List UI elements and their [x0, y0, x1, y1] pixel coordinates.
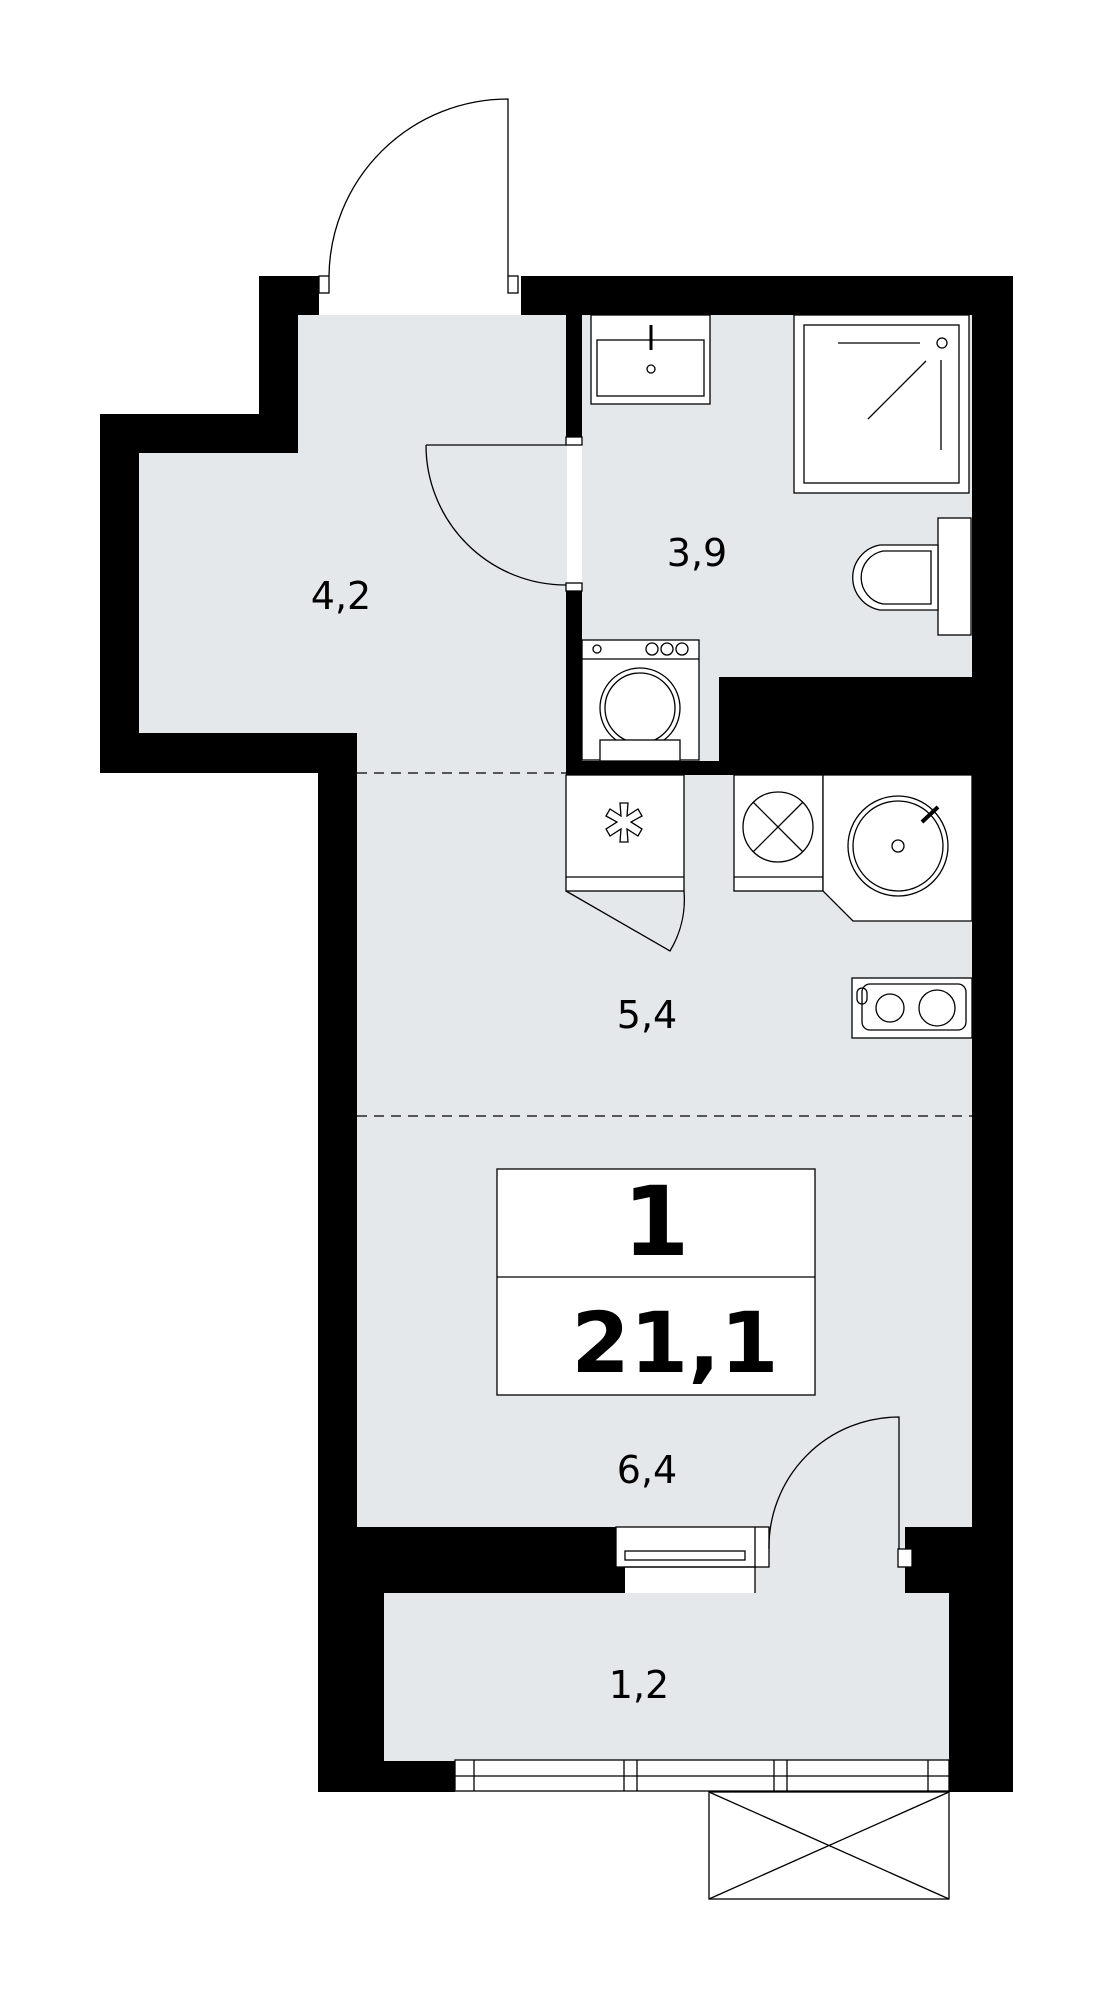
entrance-door-jamb-right	[507, 275, 519, 294]
bathroom-fixtures	[581, 314, 972, 762]
wall-left	[318, 733, 357, 1792]
balcony-window-sash	[624, 1550, 746, 1561]
oven-body	[733, 774, 824, 892]
doorway-floor	[755, 1527, 905, 1593]
slab-diagonal-2	[708, 1791, 950, 1900]
wall-balcony-bottom-left	[318, 1761, 455, 1792]
stove-hotplate-cross-2	[752, 801, 804, 853]
bathroom-door-jamb-top	[565, 436, 583, 446]
wall-balcony-left	[357, 1527, 625, 1593]
sink-bowl-inner	[852, 800, 944, 892]
sink-drain	[891, 839, 905, 853]
total-area: 21,1	[571, 1294, 778, 1392]
shower-drain	[936, 337, 948, 349]
wall-bath-bottom	[566, 761, 736, 775]
cooktop-burner-1	[875, 993, 905, 1023]
shower-tray-outer	[793, 314, 970, 494]
area-living: 6,4	[617, 1448, 677, 1492]
cooktop-switch	[856, 987, 868, 1005]
washing-machine-knob	[592, 644, 602, 654]
area-hall: 4,2	[311, 574, 371, 618]
wall-shaft	[719, 677, 972, 775]
wall-bath-partition-top	[566, 315, 582, 437]
wall-top-right	[521, 276, 1013, 315]
kitchen-fixtures	[733, 774, 973, 1039]
bathroom-door	[425, 436, 583, 592]
wall-right	[972, 276, 1013, 1792]
area-bathroom: 3,9	[667, 531, 727, 575]
entrance-door	[318, 98, 519, 294]
summary-box: 1 21,1	[496, 1166, 816, 1396]
washing-machine-base	[599, 739, 681, 762]
entrance-door-jamb-left	[318, 275, 330, 294]
washing-machine-button-3	[675, 642, 689, 656]
washing-machine-button-1	[645, 642, 659, 656]
washbasin-drain	[646, 364, 656, 374]
entrance-door-leaf	[328, 98, 509, 277]
toilet-seat	[860, 550, 932, 605]
cooktop	[851, 977, 973, 1039]
hall-floor	[139, 315, 567, 775]
cooktop-inner	[861, 983, 967, 1031]
wall-balcony-right-side	[949, 1593, 1013, 1792]
fridge-door	[565, 890, 685, 952]
sink-faucet	[920, 805, 940, 824]
summary-frame	[496, 1168, 816, 1396]
washing-machine-button-2	[660, 642, 674, 656]
rooms-count: 1	[623, 1166, 690, 1278]
balcony-door-leaf	[768, 1416, 900, 1550]
balcony-glazing	[454, 1759, 950, 1792]
shower-diagonal	[867, 360, 927, 420]
balcony-slab	[708, 1791, 950, 1900]
wall-lower-step	[100, 733, 357, 773]
balcony-floor	[384, 1593, 949, 1761]
sink-bowl-outer	[847, 795, 949, 897]
wall-bath-partition-bottom	[566, 586, 582, 775]
slab-outline	[708, 1791, 950, 1900]
fridge	[565, 774, 685, 952]
shower-tray-inner	[803, 324, 960, 484]
sink-counter	[822, 774, 973, 922]
stove-hotplate-icon	[742, 791, 814, 863]
balcony-door	[615, 1416, 913, 1593]
balcony-window-frame	[615, 1526, 770, 1568]
snowflake-icon	[605, 802, 643, 843]
area-balcony: 1,2	[609, 1663, 669, 1707]
cooktop-burner-2	[918, 989, 956, 1027]
wall-balcony-left-side	[357, 1593, 384, 1792]
bathroom-door-leaf	[425, 444, 567, 586]
wall-balcony-right	[905, 1527, 972, 1593]
toilet-bowl	[852, 544, 939, 611]
bathroom-door-jamb-bottom	[565, 582, 583, 592]
toilet-tank	[937, 517, 972, 636]
balcony-door-jamb-right	[897, 1548, 913, 1568]
wall-far-left	[100, 414, 139, 773]
walls	[100, 276, 1013, 1792]
area-kitchen: 5,4	[617, 993, 677, 1037]
